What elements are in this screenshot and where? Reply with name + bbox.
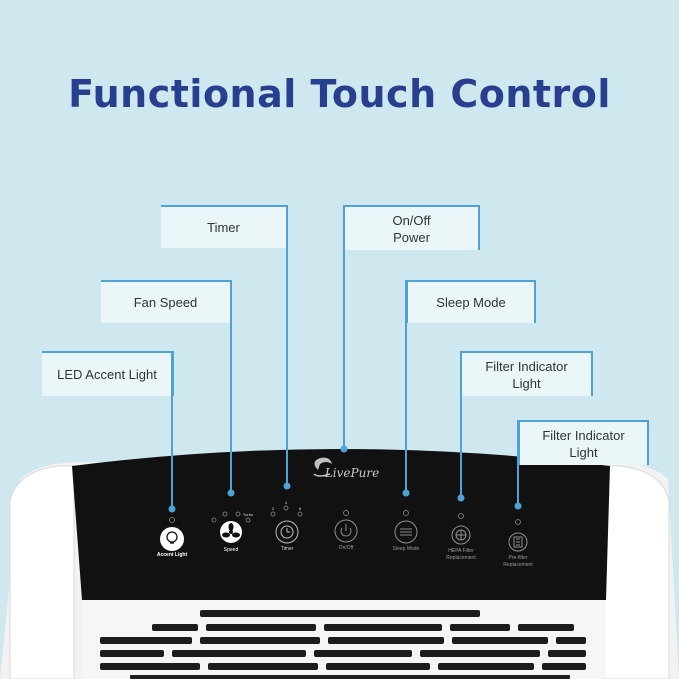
callout-timer-dot [283,482,291,490]
timer-2-label: 2 [271,506,275,511]
sleep-mode-button [394,520,418,544]
callout-led-accent: LED Accent Light [42,351,174,396]
timer-label: Timer [280,546,294,552]
callout-led-accent-dot [168,505,176,513]
callout-filter-2-line [517,420,519,505]
callout-filter-2-dot [514,502,522,510]
callout-led-accent-line [171,351,173,509]
timer-button [275,520,299,544]
hepa-label-1: HEPA Filter [448,548,474,554]
callout-timer: Timer [161,205,288,248]
timer-8-label: 8 [298,506,302,511]
callout-filter-1-text-1: Filter Indicator [485,358,568,374]
callout-onoff: On/Off Power [343,205,480,250]
callout-filter-1-line [460,351,462,497]
callout-sleep-mode-line [405,280,407,492]
onoff-button [334,519,358,543]
callout-onoff-line [343,205,345,448]
callout-filter-indicator-1: Filter Indicator Light [460,351,593,396]
hepa-filter-icon [451,525,471,545]
brand-logo-icon [313,457,332,477]
callout-onoff-text-1: On/Off [392,212,431,228]
callout-led-accent-text: LED Accent Light [57,367,157,382]
callout-fan-speed-dot [227,489,235,497]
prefilter-icon [508,532,528,552]
callout-sleep-mode: Sleep Mode [406,280,536,323]
callout-filter-indicator-2: Filter Indicator Light [518,420,649,465]
callout-filter-2-text-1: Filter Indicator [542,427,625,443]
hepa-label-2: Replacement [446,555,476,561]
brand-logo: LivePure [324,466,380,480]
callout-fan-speed-text: Fan Speed [133,295,198,310]
grille-slots [100,610,586,679]
speed-button [220,521,242,543]
speed-label: Speed [223,547,239,553]
onoff-label: On/Off [338,545,354,551]
callout-timer-text: Timer [207,220,240,235]
callout-onoff-text-2: Power [393,229,430,245]
page-title: Functional Touch Control [68,72,611,116]
callout-fan-speed: Fan Speed [101,280,232,323]
prefilter-label-2: Replacement [503,562,533,568]
callout-fan-speed-line [230,280,232,492]
callout-sleep-mode-text: Sleep Mode [436,295,506,310]
indicator-leds [169,505,521,525]
callout-sleep-mode-dot [402,489,410,497]
callout-onoff-dot [340,445,348,453]
prefilter-label-1: Pre-filter [508,555,528,561]
callout-filter-1-text-2: Light [512,375,541,391]
accent-light-button [160,527,184,551]
control-panel [72,449,610,600]
left-side-panel [9,465,75,679]
callout-filter-1-dot [457,494,465,502]
accent-light-label: Accent Light [156,552,188,558]
timer-4-label: 4 [284,500,288,505]
callout-filter-2-text-2: Light [569,444,598,460]
callout-timer-line [286,205,288,485]
speed-turbo-label: Turbo [242,512,254,517]
right-side-panel [603,465,670,679]
sleep-mode-label: Sleep Mode [392,546,420,552]
